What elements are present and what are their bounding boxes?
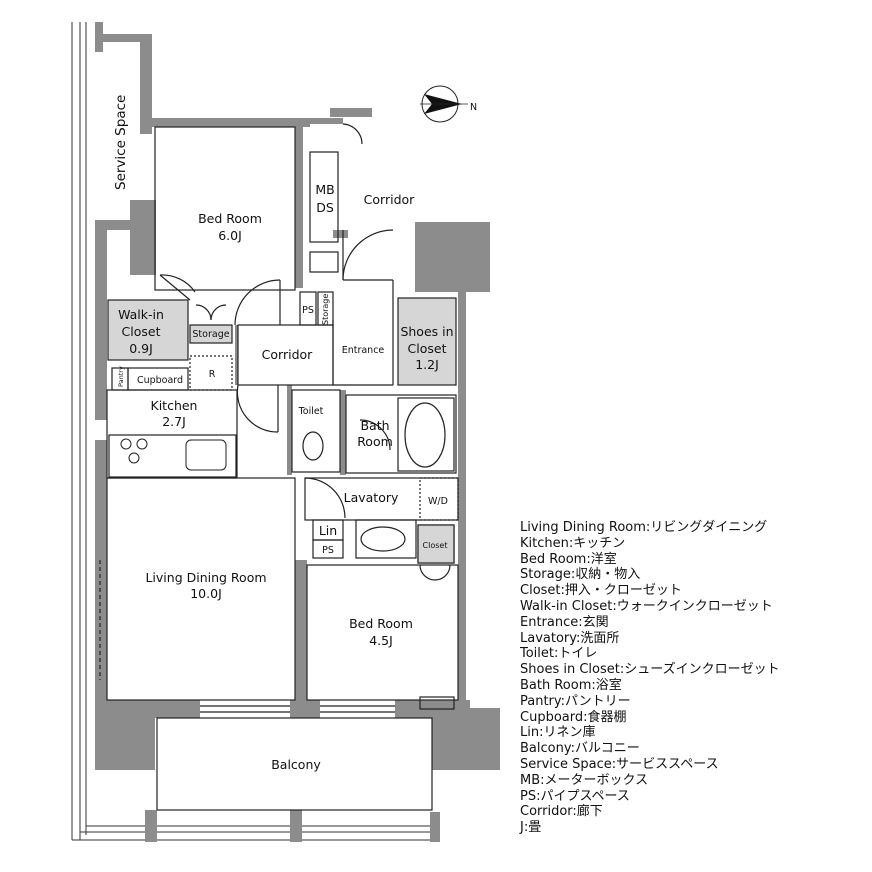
legend-item: PS:パイプスペース xyxy=(520,788,630,804)
legend-item: Living Dining Room:リビングダイニング xyxy=(520,520,768,535)
legend-item: Service Space:サービススペース xyxy=(520,756,719,772)
corridor-top-label: Corridor xyxy=(364,192,415,207)
mb-label: MB xyxy=(315,182,334,197)
legend-item: Closet:押入・クローゼット xyxy=(520,583,682,599)
legend-item: Storage:収納・物入 xyxy=(520,567,641,583)
bedroom2-name: Bed Room xyxy=(349,616,413,631)
legend-item: Shoes in Closet:シューズインクローゼット xyxy=(520,662,780,678)
ps-bottom-label: PS xyxy=(322,545,334,556)
living-dining-size: 10.0J xyxy=(190,586,222,601)
compass: N xyxy=(420,85,477,123)
shoes-size: 1.2J xyxy=(415,357,439,372)
legend-item: Corridor:廊下 xyxy=(520,804,603,820)
stove-burners xyxy=(120,438,227,471)
walkin-name: Walk-in xyxy=(118,307,164,322)
legend: Living Dining Room:リビングダイニング Kitchen:キッチ… xyxy=(520,520,865,836)
bedroom1-name: Bed Room xyxy=(198,211,262,226)
door-swings xyxy=(159,123,451,581)
toilet-label: Toilet xyxy=(298,406,324,417)
shoes-name: Shoes in xyxy=(400,324,453,339)
lin-label: Lin xyxy=(319,523,337,538)
legend-item: Bath Room:浴室 xyxy=(520,677,622,693)
storage-ps-label: Storage xyxy=(321,294,330,325)
entrance-label: Entrance xyxy=(342,345,385,356)
pantry-label: Pantry xyxy=(117,366,125,387)
bath-name: Bath xyxy=(360,418,389,433)
legend-item: Pantry:パントリー xyxy=(520,693,631,709)
ds-label: DS xyxy=(316,200,334,215)
refrigerator-label: R xyxy=(209,369,216,380)
ps-top-label: PS xyxy=(302,305,314,316)
walkin-name-2: Closet xyxy=(122,324,161,339)
legend-item: Walk-in Closet:ウォークインクローゼット xyxy=(520,598,773,614)
lavatory-label: Lavatory xyxy=(344,490,399,505)
cupboard-label: Cupboard xyxy=(137,375,183,386)
room-labels: Service Space Bed Room 6.0J MB DS Corrid… xyxy=(113,95,454,772)
bedroom1-size: 6.0J xyxy=(218,228,242,243)
legend-item: Bed Room:洋室 xyxy=(520,551,617,567)
walls xyxy=(95,22,500,842)
legend-item: Kitchen:キッチン xyxy=(520,535,626,551)
living-dining-name: Living Dining Room xyxy=(145,570,266,585)
legend-item: Entrance:玄関 xyxy=(520,614,609,630)
washer-dryer-label: W/D xyxy=(428,496,448,507)
legend-item: J:畳 xyxy=(520,820,542,836)
legend-item: Lin:リネン庫 xyxy=(520,725,596,741)
balcony-label: Balcony xyxy=(271,757,321,772)
legend-item: Balcony:バルコニー xyxy=(520,741,640,757)
corridor-mid-label: Corridor xyxy=(262,347,313,362)
storage1-label: Storage xyxy=(192,329,229,340)
kitchen-size: 2.7J xyxy=(162,414,186,429)
closet-label: Closet xyxy=(423,541,448,550)
shoes-name-2: Closet xyxy=(408,341,447,356)
legend-item: Lavatory:洗面所 xyxy=(520,630,620,646)
service-space-label: Service Space xyxy=(113,95,129,190)
room-outlines xyxy=(99,126,459,811)
legend-item: MB:メーターボックス xyxy=(520,772,649,788)
legend-item: Toilet:トイレ xyxy=(520,646,598,662)
kitchen-name: Kitchen xyxy=(151,398,198,413)
walkin-size: 0.9J xyxy=(129,341,153,356)
bath-name-2: Room xyxy=(357,434,393,449)
legend-item: Cupboard:食器棚 xyxy=(520,709,627,725)
bedroom2-size: 4.5J xyxy=(369,633,393,648)
compass-north-label: N xyxy=(470,102,477,113)
closet-fills xyxy=(107,297,457,564)
